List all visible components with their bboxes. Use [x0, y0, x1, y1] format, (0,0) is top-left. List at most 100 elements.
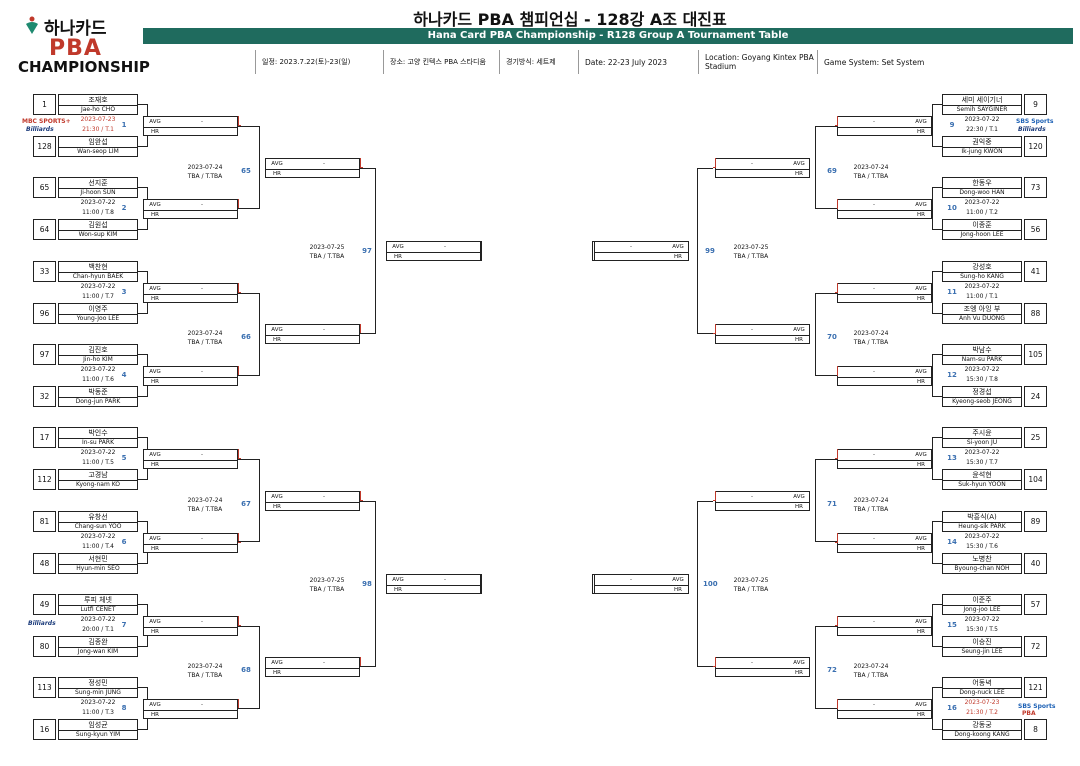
- score-row-hr: HR: [144, 627, 237, 637]
- round3-schedule: 2023-07-25: [733, 577, 769, 585]
- hr-label: HR: [394, 253, 402, 260]
- player-seed: 49: [33, 593, 56, 615]
- score-box: AVG-HR: [143, 699, 238, 720]
- sbs-sports-logo: SBS Sports: [1018, 703, 1056, 710]
- bracket-line: [815, 459, 837, 543]
- match-number: 66: [241, 333, 251, 342]
- player-name-ko: 주시윤: [943, 428, 1021, 440]
- score-row-hr: HR: [266, 335, 359, 345]
- mbc-sports-logo: MBC SPORTS+: [22, 118, 71, 125]
- match-number: 2: [121, 204, 127, 213]
- avg-label: AVG: [271, 327, 283, 334]
- score-row-avg: AVG-: [144, 367, 237, 378]
- score-box: AVG-HR: [143, 365, 238, 386]
- player-name-ko: 이승진: [943, 637, 1021, 648]
- avg-value: -: [873, 535, 875, 542]
- match-number: 15: [947, 620, 957, 629]
- avg-value: -: [630, 243, 632, 250]
- score-row-avg: AVG-: [387, 575, 480, 587]
- player-name-en: Wan-seop LIM: [77, 148, 119, 155]
- avg-value: -: [630, 577, 632, 584]
- match-schedule: 15:30 / T.7: [966, 459, 998, 467]
- player-seed: 121: [1024, 677, 1047, 699]
- player-name-ko: 이종훈: [943, 220, 1021, 232]
- bracket-red-tick: [835, 449, 838, 460]
- bracket-line: [932, 104, 942, 147]
- hr-label: HR: [151, 545, 159, 552]
- score-row-hr: HR: [266, 668, 359, 678]
- match-schedule: 2023-07-22: [80, 282, 116, 290]
- avg-label: AVG: [271, 160, 283, 167]
- round3-schedule: TBA / T.TBA: [309, 252, 345, 260]
- info-cell: Location: Goyang Kintex PBA Stadium: [698, 50, 817, 74]
- avg-value: -: [201, 202, 203, 209]
- player-name-en: Dong-woo HAN: [959, 189, 1005, 197]
- player-name-en: Heung-sik PARK: [958, 522, 1006, 530]
- sbs-sports-logo: SBS Sports: [1016, 118, 1054, 125]
- score-row-hr: HR: [716, 335, 809, 345]
- pba-logo: PBA: [1022, 710, 1036, 717]
- bracket-line: [932, 603, 942, 647]
- bracket-line: [360, 500, 376, 668]
- score-row-hr: HR: [716, 169, 809, 179]
- player-seed: 128: [33, 136, 56, 157]
- bracket-line: [238, 459, 260, 543]
- score-box: AVG-HR: [386, 240, 481, 261]
- bracket-red-tick: [835, 615, 838, 626]
- match-number: 70: [827, 333, 837, 342]
- player-name-ko: 정성민: [59, 678, 137, 690]
- score-row-avg: AVG-: [266, 658, 359, 670]
- avg-value: -: [201, 285, 203, 292]
- match-number: 11: [947, 287, 957, 296]
- score-row-avg: AVG-: [144, 200, 237, 212]
- score-row-hr: HR: [144, 127, 237, 137]
- bracket-red-tick: [713, 157, 716, 168]
- hr-label: HR: [151, 712, 159, 719]
- match-number: 3: [121, 287, 127, 296]
- hr-label: HR: [273, 503, 281, 510]
- player-name-ko: 김진호: [59, 345, 137, 356]
- avg-label: AVG: [915, 452, 927, 459]
- hr-label: HR: [273, 337, 281, 344]
- hr-label: HR: [917, 295, 925, 302]
- player-seed: 97: [33, 343, 56, 365]
- match-number: 69: [827, 166, 837, 175]
- avg-value: -: [751, 493, 753, 500]
- bracket-red-tick: [238, 116, 241, 126]
- hr-label: HR: [795, 503, 803, 510]
- match-schedule: 22:30 / T.1: [966, 126, 998, 133]
- avg-label: AVG: [915, 119, 927, 125]
- score-row-avg: -AVG: [716, 159, 809, 170]
- match-schedule: 11:00 / T.1: [966, 292, 998, 300]
- player-name-en: Dong-jun PARK: [75, 397, 121, 405]
- match-schedule: 2023-07-22: [964, 615, 1000, 623]
- score-row-hr: HR: [595, 585, 688, 595]
- match-schedule: 11:00 / T.2: [966, 209, 998, 217]
- match-schedule: 2023-07-22: [80, 365, 116, 373]
- match-schedule: 15:30 / T.8: [966, 375, 998, 383]
- avg-label: AVG: [672, 577, 684, 584]
- info-cell: 경기방식: 세트제: [499, 50, 578, 74]
- player-name-en: Hyun-min SEO: [76, 564, 120, 572]
- player-name-ko: 권익중: [943, 137, 1021, 148]
- match-number: 4: [121, 370, 127, 379]
